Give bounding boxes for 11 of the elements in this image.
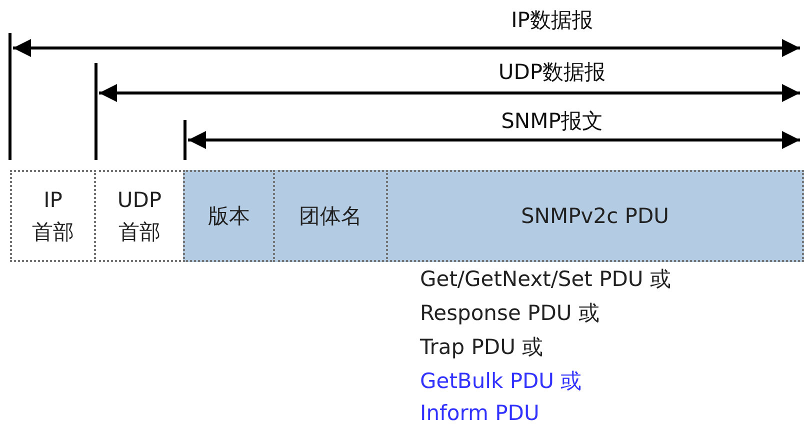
- message-field: SNMPv2c PDU: [386, 170, 804, 262]
- pdu-type-text: Trap PDU 或: [420, 334, 544, 361]
- pdu-type-text: GetBulk PDU 或: [420, 368, 582, 395]
- pdu-type-text: Get/GetNext/Set PDU 或: [420, 266, 671, 293]
- dimension-label: SNMP报文: [501, 108, 603, 135]
- dimension-label: IP数据报: [511, 7, 593, 34]
- pdu-type-text: Response PDU 或: [420, 300, 600, 327]
- dimension-label: UDP数据报: [498, 59, 606, 86]
- message-field: 团体名: [273, 170, 388, 262]
- pdu-type-text: Inform PDU: [420, 401, 540, 425]
- message-field: 版本: [183, 170, 275, 262]
